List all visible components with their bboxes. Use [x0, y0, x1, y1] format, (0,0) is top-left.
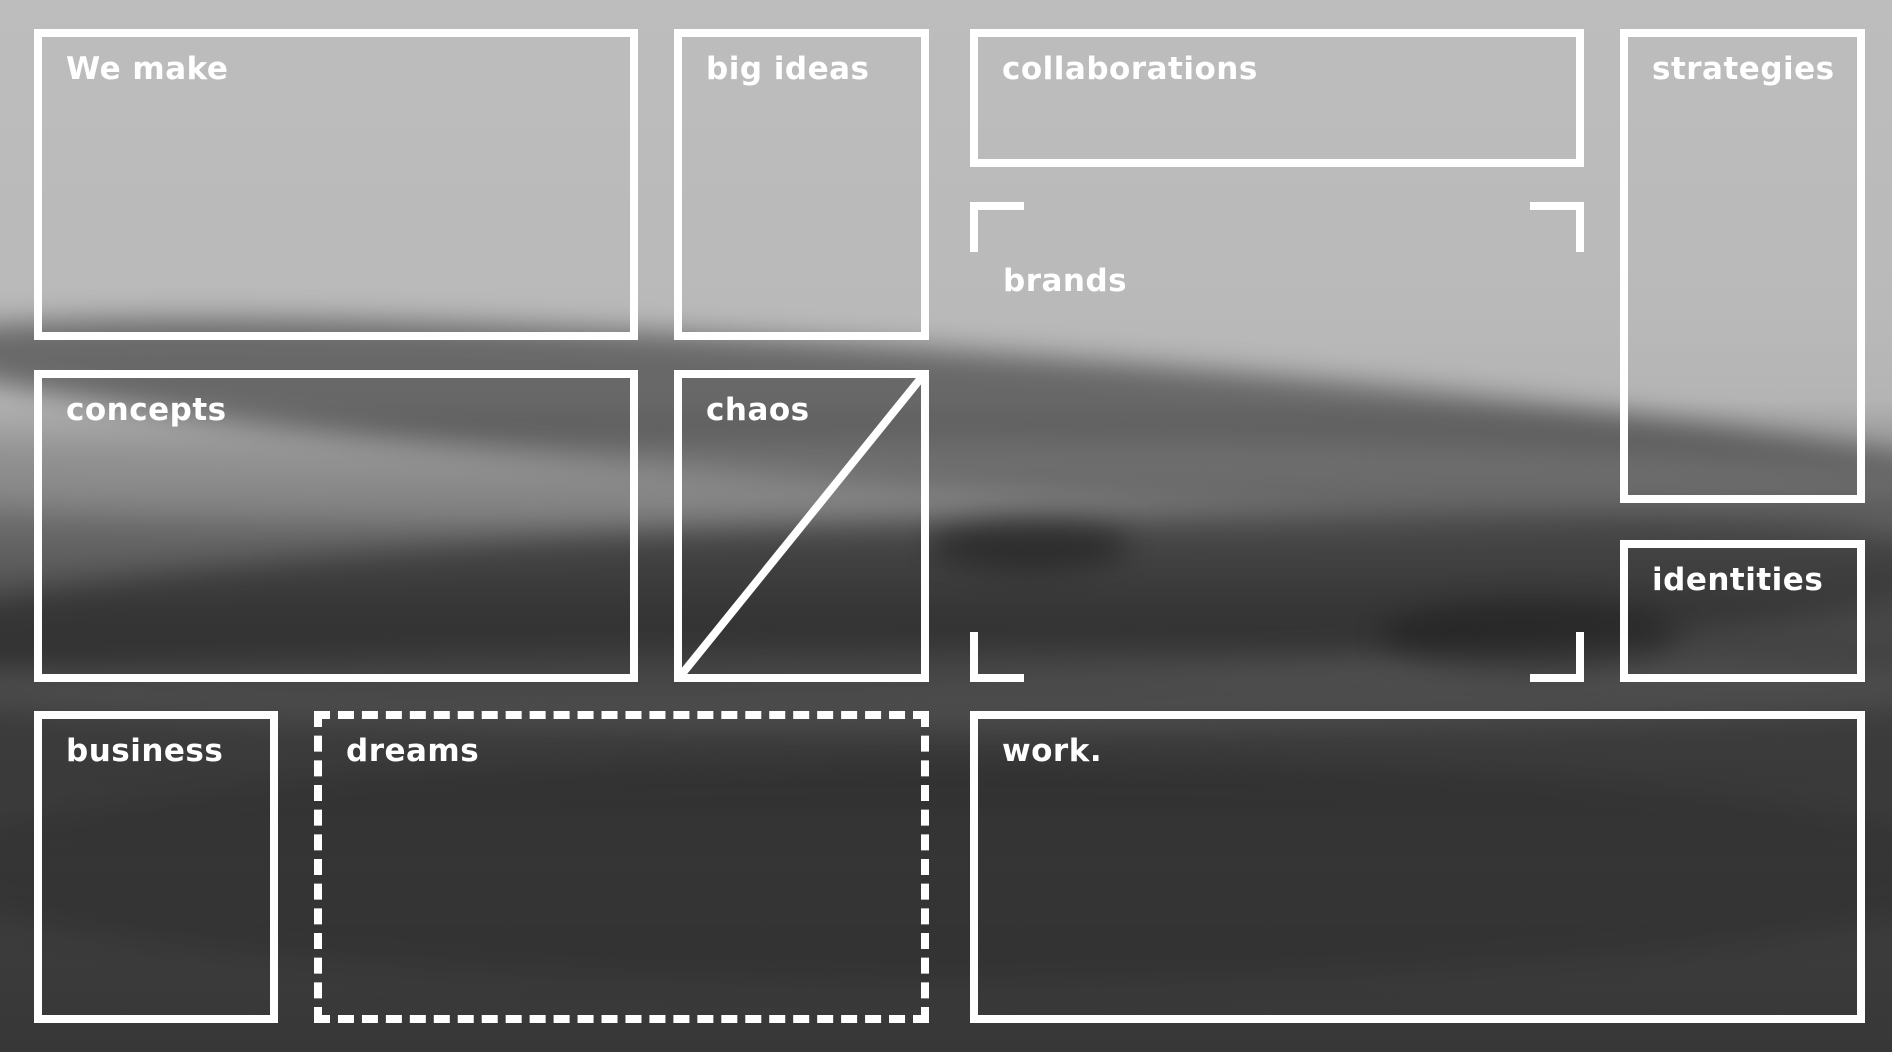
we-make-label: We make	[66, 51, 229, 87]
strategies-label: strategies	[1652, 51, 1835, 87]
strategies-box: strategies	[1620, 29, 1865, 503]
business-label: business	[66, 733, 224, 769]
brands-corner-bottom-left	[970, 632, 1024, 682]
concepts-box: concepts	[34, 370, 638, 682]
brands-label: brands	[1003, 263, 1128, 299]
collaborations-box: collaborations	[970, 29, 1584, 167]
dreams-label: dreams	[346, 733, 480, 769]
business-box: business	[34, 711, 278, 1023]
brands-corner-top-right	[1530, 202, 1584, 252]
work-label: work.	[1002, 733, 1103, 769]
identities-label: identities	[1652, 562, 1824, 598]
dreams-box: dreams	[314, 711, 929, 1023]
work-box: work.	[970, 711, 1865, 1023]
chaos-box: chaos	[674, 370, 929, 682]
chaos-label: chaos	[706, 392, 810, 428]
wave-band	[930, 520, 1130, 570]
diagonal-line	[682, 378, 921, 674]
we-make-box: We make	[34, 29, 638, 340]
big-ideas-label: big ideas	[706, 51, 870, 87]
brands-corner-bottom-right	[1530, 632, 1584, 682]
collaborations-label: collaborations	[1002, 51, 1258, 87]
concepts-label: concepts	[66, 392, 227, 428]
wave-band	[1380, 600, 1680, 670]
wave-band	[0, 440, 1892, 530]
identities-box: identities	[1620, 540, 1865, 682]
brands-corner-top-left	[970, 202, 1024, 252]
big-ideas-box: big ideas	[674, 29, 929, 340]
